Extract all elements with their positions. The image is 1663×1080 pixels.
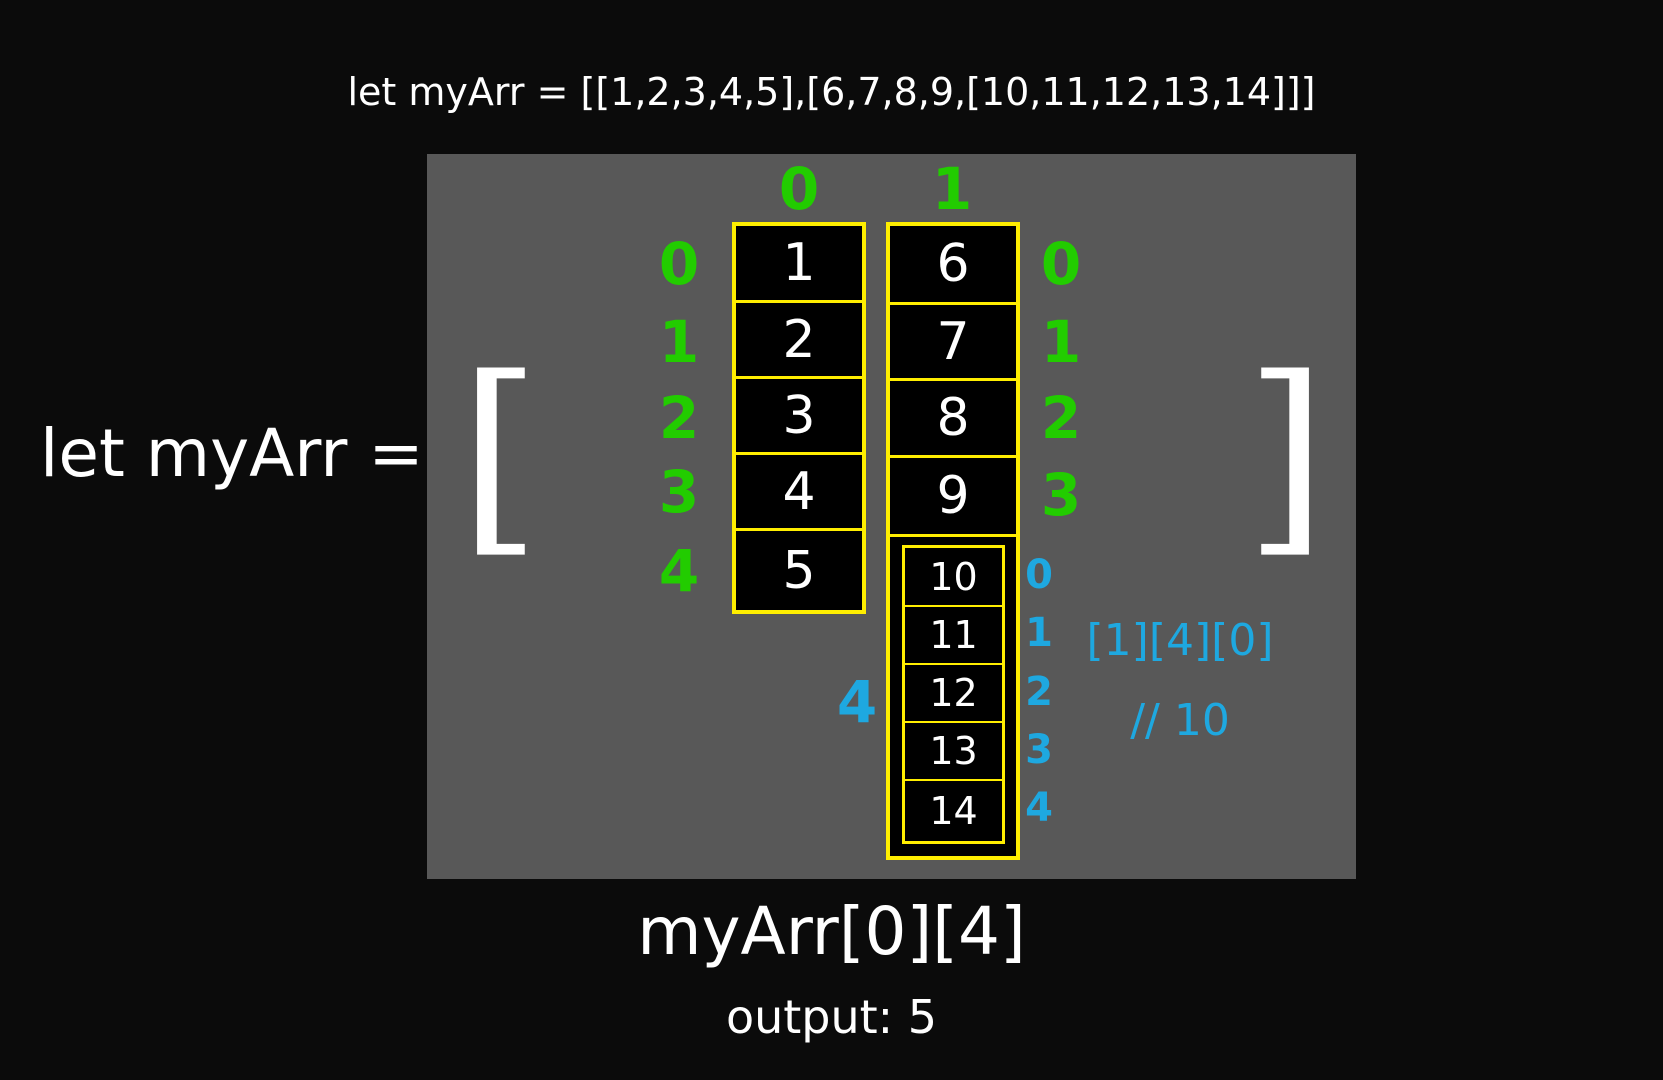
col0-index-1: 1: [658, 308, 700, 376]
array-cell: 6: [890, 226, 1016, 305]
nested-index-1: 1: [1025, 610, 1053, 656]
col1-index-0: 0: [1040, 230, 1082, 298]
array-cell: 14: [929, 789, 978, 833]
access-expression: [1][4][0]: [1086, 615, 1274, 666]
nested-index-0: 0: [1025, 552, 1053, 598]
outer-bracket-right: ]: [1245, 332, 1327, 577]
col1-index-1: 1: [1040, 308, 1082, 376]
col0-index-0: 0: [658, 230, 700, 298]
col0-index-2: 2: [658, 384, 700, 452]
outer-bracket-left: [: [459, 332, 541, 577]
array-cell: 10: [905, 548, 1002, 607]
outer-index-1: 1: [931, 155, 973, 223]
bottom-expression: myArr[0][4]: [637, 893, 1026, 970]
col1-index-2: 2: [1040, 384, 1082, 452]
nested-array: 10 11 12 13 14: [902, 545, 1005, 844]
nested-index-3: 3: [1025, 727, 1053, 773]
array-cell: 5: [782, 540, 816, 601]
bottom-output: output: 5: [725, 990, 938, 1044]
inner-array-0: 1 2 3 4 5: [732, 222, 866, 614]
array-cell: 3: [736, 379, 862, 455]
array-cell: 13: [905, 723, 1002, 781]
array-cell: 7: [890, 305, 1016, 381]
col0-index-4: 4: [658, 537, 700, 605]
col1-index-3: 3: [1040, 461, 1082, 529]
array-cell: 11: [905, 607, 1002, 665]
outer-index-0: 0: [778, 155, 820, 223]
access-result-comment: // 10: [1130, 695, 1230, 746]
nested-index-4: 4: [1025, 785, 1053, 831]
array-cell: 4: [736, 455, 862, 531]
array-cell: 1: [736, 226, 862, 303]
array-cell: 8: [890, 381, 1016, 458]
array-cell: 12: [905, 665, 1002, 723]
array-cell: 2: [736, 303, 862, 379]
top-code-line: let myArr = [[1,2,3,4,5],[6,7,8,9,[10,11…: [347, 70, 1316, 114]
col0-index-3: 3: [658, 458, 700, 526]
nested-index-2: 2: [1025, 669, 1053, 715]
array-cell: 9: [890, 458, 1016, 537]
let-declaration-label: let myArr =: [40, 415, 424, 492]
nested-array-index: 4: [836, 668, 878, 736]
